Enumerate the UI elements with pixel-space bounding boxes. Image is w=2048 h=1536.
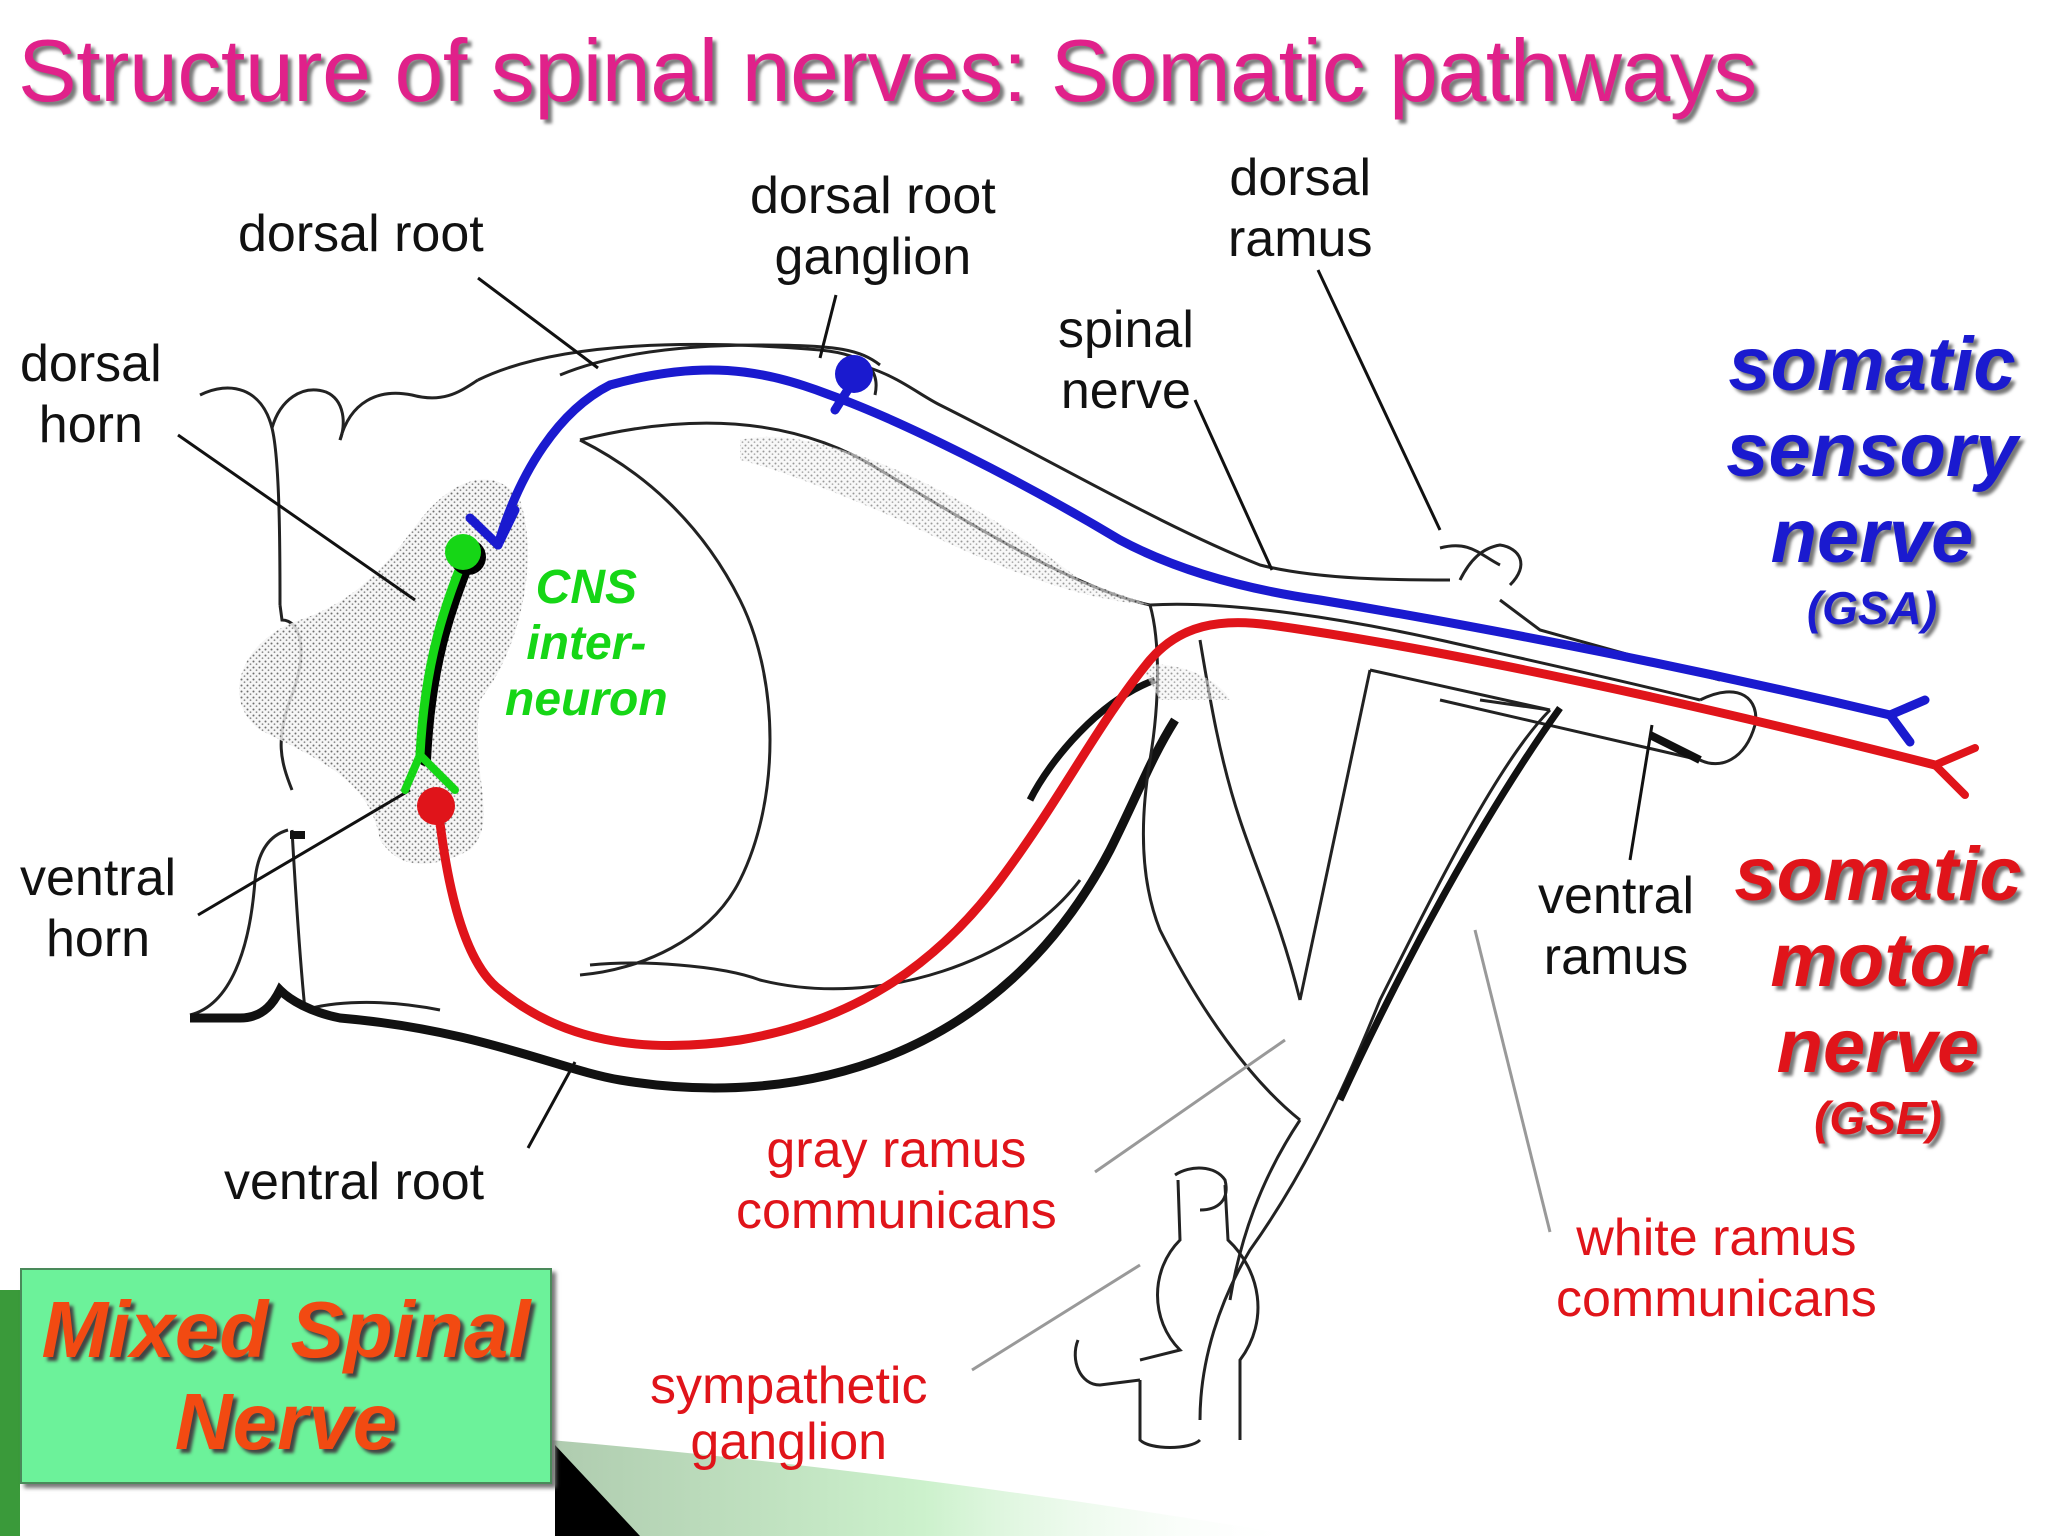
label-spinal-nerve: spinal nerve [1058, 300, 1194, 422]
label-line: neuron [505, 673, 668, 726]
heading-line: somatic [1728, 322, 2016, 407]
label-line: gray ramus [766, 1121, 1027, 1179]
label-line: communicans [736, 1182, 1057, 1240]
label-line: dorsal root [750, 167, 996, 225]
label-cns-interneuron: CNS inter- neuron [505, 560, 668, 728]
somatic-sensory-nerve-heading: somatic sensory nerve (GSA) [1726, 322, 2018, 636]
label-line: sympathetic [650, 1357, 928, 1415]
label-line: spinal [1058, 301, 1194, 359]
heading-line: nerve [1770, 494, 1974, 579]
slide-title: Structure of spinal nerves: Somatic path… [18, 21, 1757, 120]
sensory-abbr: (GSA) [1806, 582, 1938, 634]
label-ventral-ramus: ventral ramus [1538, 866, 1694, 988]
ventral-root-outline [190, 717, 1179, 1093]
label-dorsal-root-ganglion: dorsal root ganglion [750, 166, 996, 288]
label-ventral-root: ventral root [224, 1153, 485, 1211]
motor-abbr: (GSE) [1814, 1092, 1942, 1144]
label-line: ganglion [690, 1413, 888, 1471]
mixed-spinal-nerve-box: Mixed Spinal Nerve [20, 1268, 552, 1484]
somatic-motor-nerve-heading: somatic motor nerve (GSE) [1734, 832, 2021, 1146]
heading-line: motor [1770, 918, 1986, 1003]
heading-line: sensory [1726, 408, 2018, 493]
label-dorsal-horn: dorsal horn [20, 334, 162, 456]
label-line: ramus [1228, 210, 1373, 268]
label-line: communicans [1556, 1270, 1877, 1328]
label-line: ventral [1538, 867, 1695, 925]
label-line: nerve [1060, 362, 1191, 420]
label-line: ramus [1543, 928, 1689, 986]
label-ventral-horn: ventral horn [20, 848, 176, 970]
label-line: horn [46, 910, 151, 968]
label-line: inter- [526, 617, 647, 670]
slide-decoration [0, 1290, 1300, 1536]
label-line: dorsal [20, 335, 162, 393]
callout-lines [177, 269, 1654, 1149]
label-dorsal-ramus: dorsal ramus [1228, 148, 1372, 270]
label-line: ventral [20, 849, 177, 907]
sensory-pathway [465, 365, 1930, 747]
label-line: white ramus [1576, 1209, 1857, 1267]
interneuron-pathway [401, 550, 474, 794]
label-line: ganglion [774, 228, 972, 286]
label-line: dorsal [1229, 149, 1372, 207]
motor-neuron-cell [417, 787, 455, 825]
motor-pathway [433, 618, 1940, 1051]
label-dorsal-root: dorsal root [238, 205, 484, 263]
heading-line: somatic [1734, 832, 2022, 917]
interneuron-cell [445, 534, 481, 570]
label-line: CNS [535, 561, 637, 614]
label-sympathetic-ganglion: sympathetic ganglion [650, 1358, 927, 1470]
mixed-line: Nerve [174, 1377, 398, 1466]
label-white-ramus: white ramus communicans [1556, 1208, 1877, 1330]
nerve-outline [559, 343, 1758, 1449]
dorsal-root-ganglion-cell [835, 355, 873, 393]
heading-line: nerve [1776, 1004, 1980, 1089]
mixed-line: Mixed Spinal [41, 1285, 531, 1374]
label-line: horn [38, 396, 143, 454]
label-gray-ramus: gray ramus communicans [736, 1120, 1057, 1242]
